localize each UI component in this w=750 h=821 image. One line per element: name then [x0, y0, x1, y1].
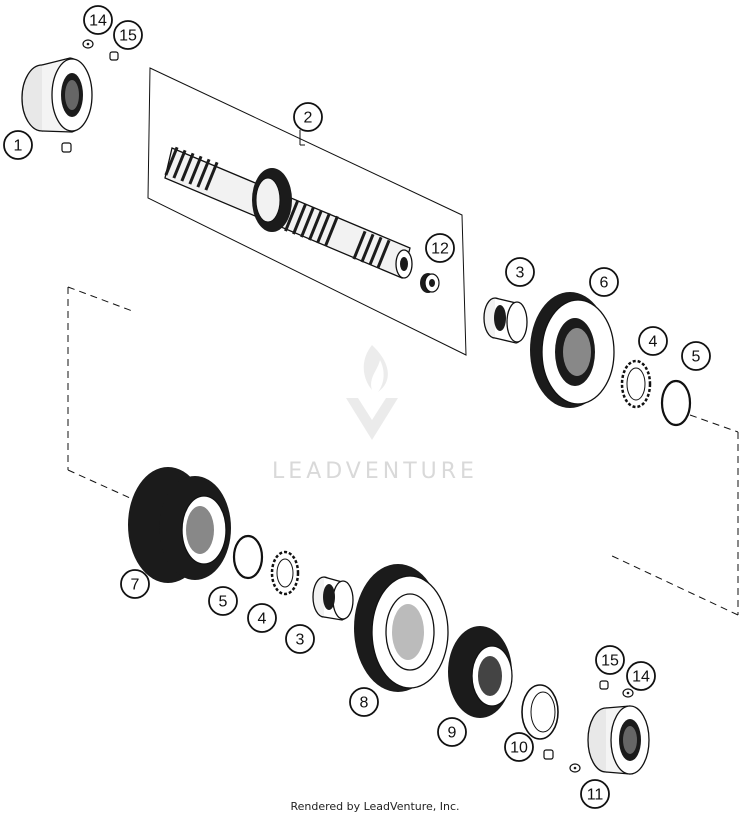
svg-text:6: 6 — [600, 275, 609, 292]
svg-text:3: 3 — [296, 632, 305, 649]
screw-bearing-top — [61, 142, 72, 153]
washer-bottom — [622, 688, 634, 698]
callout-6: 6 — [589, 267, 619, 297]
main-shaft — [164, 146, 413, 279]
needle-bearing-upper — [483, 297, 528, 344]
bearing-bottom — [587, 705, 650, 775]
svg-text:11: 11 — [587, 787, 604, 804]
gear-upper — [530, 292, 615, 408]
svg-text:12: 12 — [431, 241, 449, 258]
callout-3-lower: 3 — [285, 624, 315, 654]
svg-text:4: 4 — [258, 611, 267, 628]
svg-text:9: 9 — [448, 725, 457, 742]
svg-text:8: 8 — [360, 695, 369, 712]
callout-7: 7 — [120, 569, 150, 599]
watermark-text: LEADVENTURE — [272, 459, 478, 484]
svg-text:3: 3 — [516, 265, 525, 282]
gear-small — [448, 626, 513, 718]
callout-9: 9 — [437, 717, 467, 747]
leader-lines — [299, 130, 305, 146]
screw-lower — [543, 749, 554, 760]
circlip-upper — [660, 379, 692, 427]
svg-text:14: 14 — [89, 13, 107, 30]
circlip-lower — [232, 534, 264, 580]
callout-2: 2 — [293, 102, 323, 132]
footer-credit: Rendered by LeadVenture, Inc. — [290, 800, 460, 813]
callout-3-upper: 3 — [505, 257, 535, 287]
spline-washer-upper — [620, 359, 652, 409]
svg-text:4: 4 — [649, 334, 658, 351]
svg-text:15: 15 — [119, 28, 137, 45]
assembly-dashed-outline — [67, 286, 739, 616]
callout-5-upper: 5 — [681, 341, 711, 371]
callout-1: 1 — [3, 130, 33, 160]
shaft-group-outline — [147, 67, 467, 356]
callout-5-lower: 5 — [208, 586, 238, 616]
callout-4-lower: 4 — [247, 603, 277, 633]
callout-12: 12 — [425, 233, 455, 263]
spline-washer-lower — [270, 550, 300, 596]
washer-top — [82, 39, 94, 49]
callout-8: 8 — [349, 687, 379, 717]
screw-bottom — [599, 680, 609, 690]
gear-double — [128, 467, 231, 583]
svg-text:5: 5 — [692, 349, 701, 366]
svg-text:5: 5 — [219, 594, 228, 611]
callout-10: 10 — [504, 732, 534, 762]
leadventure-watermark-logo — [346, 345, 398, 440]
callout-14-bottom: 14 — [626, 661, 656, 691]
svg-text:1: 1 — [14, 138, 23, 155]
callout-11: 11 — [580, 779, 610, 809]
callout-14-top: 14 — [83, 5, 113, 35]
gear-large — [354, 564, 449, 692]
svg-text:14: 14 — [632, 669, 650, 686]
callout-4-upper: 4 — [638, 326, 668, 356]
callout-15-bottom: 15 — [595, 645, 625, 675]
thrust-washer — [521, 684, 559, 740]
svg-text:7: 7 — [131, 577, 140, 594]
svg-text:15: 15 — [601, 653, 619, 670]
svg-text:2: 2 — [304, 110, 313, 127]
small-bushing — [420, 273, 440, 293]
screw-top — [109, 51, 119, 61]
svg-text:10: 10 — [510, 740, 528, 757]
needle-bearing-lower — [312, 576, 354, 621]
callout-15-top: 15 — [113, 20, 143, 50]
bearing-top — [21, 57, 93, 133]
washer-lower-small — [569, 763, 581, 773]
